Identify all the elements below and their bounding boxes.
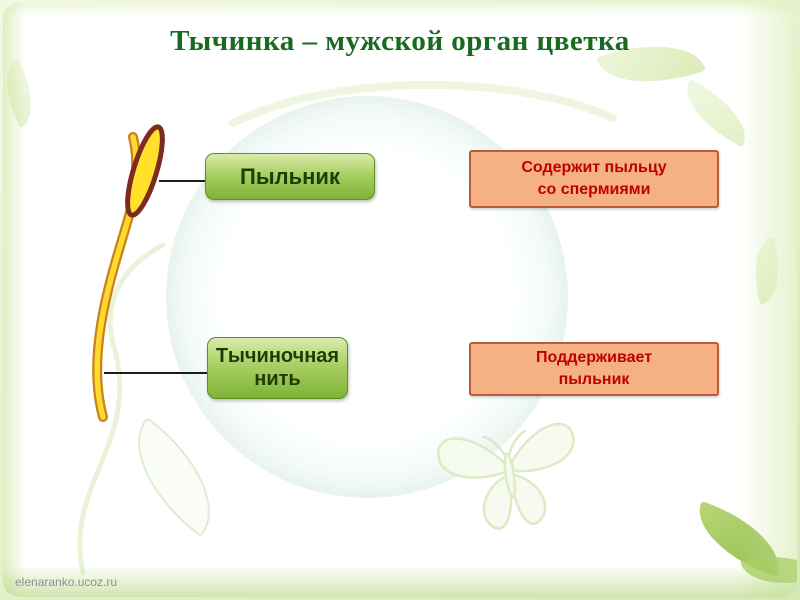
label-box-filament: Тычиночная нить (207, 337, 348, 399)
description-box-anther: Содержит пыльцу со спермиями (469, 150, 719, 208)
decorative-leaf (744, 237, 790, 305)
frame-top-decoration (3, 3, 797, 17)
anther-shape (125, 124, 165, 218)
decorative-leaf (3, 58, 46, 128)
stamen-drawing (92, 124, 165, 422)
label-filament-text: Тычиночная нить (215, 345, 340, 390)
connector-line-anther (159, 180, 207, 182)
label-box-anther: Пыльник (205, 153, 375, 200)
decorative-leaf-outline (109, 416, 239, 538)
description-box-filament: Поддерживает пыльник (469, 342, 719, 396)
description-anther-text: Содержит пыльцу со спермиями (521, 159, 667, 198)
connector-line-filament (104, 372, 208, 374)
description-filament-text: Поддерживает пыльник (535, 349, 653, 388)
frame-bottom-decoration (3, 565, 797, 597)
label-anther-text: Пыльник (240, 163, 340, 189)
slide-title: Тычинка – мужской орган цветка (170, 25, 630, 57)
site-watermark: elenaranko.ucoz.ru (15, 575, 118, 589)
presentation-slide: Тычинка – мужской орган цветка Пыльник Т… (3, 3, 797, 597)
decorative-leaf (673, 78, 759, 148)
